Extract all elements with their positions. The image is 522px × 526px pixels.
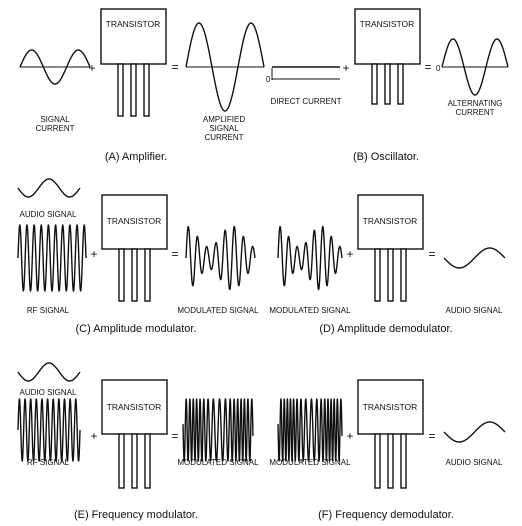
plus-sign: + [90,429,97,443]
direct-current-label: DIRECT CURRENT [271,97,342,106]
transistor-lead [144,248,151,302]
amplified-label-line3: CURRENT [204,133,243,142]
transistor-label: TRANSISTOR [360,19,415,29]
zero-marker: 0 [266,75,271,84]
transistor-lead [118,433,125,489]
plus-sign: + [342,61,349,75]
plus-sign: + [90,247,97,261]
transistor-lead [143,63,150,117]
caption-amplitude-modulator: (C) Amplitude modulator. [75,323,196,335]
equals-sign: = [171,247,178,261]
modulated-signal-label: MODULATED SIGNAL [269,306,351,315]
panel-amplitude-modulator: AUDIO SIGNAL RF SIGNAL + TRANSISTOR = MO… [17,178,259,335]
transistor-label: TRANSISTOR [363,402,418,412]
transistor-label: TRANSISTOR [363,216,418,226]
transistor-body [101,194,168,250]
transistor-lead [130,63,137,117]
equals-sign: = [424,60,431,74]
modulated-signal-label: MODULATED SIGNAL [269,458,351,467]
rf-signal-label: RF SIGNAL [27,306,70,315]
modulated-signal-label: MODULATED SIGNAL [177,458,259,467]
signal-label-line2: CURRENT [35,124,74,133]
audio-signal-label: AUDIO SIGNAL [446,306,503,315]
panel-amplitude-demodulator: MODULATED SIGNAL + TRANSISTOR = AUDIO SI… [269,194,506,335]
plus-sign: + [346,429,353,443]
amplified-wave [185,22,265,112]
zero-marker: 0 [436,64,441,73]
transistor-lead [397,63,404,105]
transistor-lead [131,248,138,302]
alternating-label-line1: ALTERNATING [448,99,503,108]
alternating-current-wave [441,38,509,96]
transistor-lead [374,248,381,302]
plus-sign: + [346,247,353,261]
transistor-e: TRANSISTOR [101,379,168,489]
transistor-d: TRANSISTOR [357,194,424,302]
transistor-lead [118,248,125,302]
rf-signal-wave [17,224,87,292]
plus-sign: + [88,61,95,75]
panel-frequency-modulator: AUDIO SIGNAL RF SIGNAL + TRANSISTOR = MO… [17,362,259,521]
alternating-label-line2: CURRENT [455,108,494,117]
amplified-label-line1: AMPLIFIED [203,115,245,124]
transistor-b: TRANSISTOR [354,8,421,105]
equals-sign: = [428,429,435,443]
transistor-label: TRANSISTOR [107,216,162,226]
transistor-lead [387,248,394,302]
transistor-lead [371,63,378,105]
caption-frequency-modulator: (E) Frequency modulator. [74,509,198,521]
audio-signal-wave [443,421,506,443]
audio-signal-label: AUDIO SIGNAL [446,458,503,467]
transistor-label: TRANSISTOR [107,402,162,412]
equals-sign: = [428,247,435,261]
amplified-label-line2: SIGNAL [209,124,239,133]
transistor-body [354,8,421,65]
signal-label-line1: SIGNAL [40,115,70,124]
transistor-lead [400,433,407,489]
audio-signal-label: AUDIO SIGNAL [20,388,77,397]
audio-signal-wave [17,178,81,198]
caption-oscillator: (B) Oscillator. [353,151,419,163]
equals-sign: = [171,60,178,74]
transistor-lead [387,433,394,489]
transistor-c: TRANSISTOR [101,194,168,302]
transistor-label: TRANSISTOR [106,19,161,29]
transistor-a: TRANSISTOR [100,8,167,117]
panel-amplifier: SIGNAL CURRENT + TRANSISTOR = AMPLIFIED … [19,8,265,163]
audio-signal-label: AUDIO SIGNAL [20,210,77,219]
modulated-signal-wave [277,398,343,462]
audio-signal-wave [17,362,81,382]
caption-amplitude-demodulator: (D) Amplitude demodulator. [319,323,452,335]
transistor-lead [131,433,138,489]
transistor-lead [117,63,124,117]
modulated-signal-label: MODULATED SIGNAL [177,306,259,315]
rf-signal-wave [17,398,81,462]
caption-amplifier: (A) Amplifier. [105,151,167,163]
signal-current-wave [19,49,91,85]
transistor-f: TRANSISTOR [357,379,424,489]
modulated-signal-wave [185,225,256,291]
panel-oscillator: 0 DIRECT CURRENT + TRANSISTOR = 0 ALTERN… [266,8,509,163]
caption-frequency-demodulator: (F) Frequency demodulator. [318,509,454,521]
transistor-lead [400,248,407,302]
rf-signal-label: RF SIGNAL [27,458,70,467]
transistor-lead [144,433,151,489]
panel-frequency-demodulator: MODULATED SIGNAL + TRANSISTOR = AUDIO SI… [269,379,506,521]
transistor-lead [384,63,391,105]
equals-sign: = [171,429,178,443]
modulated-signal-wave [182,398,254,462]
transistor-body [100,8,167,65]
audio-signal-wave [443,247,506,269]
modulated-signal-wave [277,225,343,291]
transistor-lead [374,433,381,489]
